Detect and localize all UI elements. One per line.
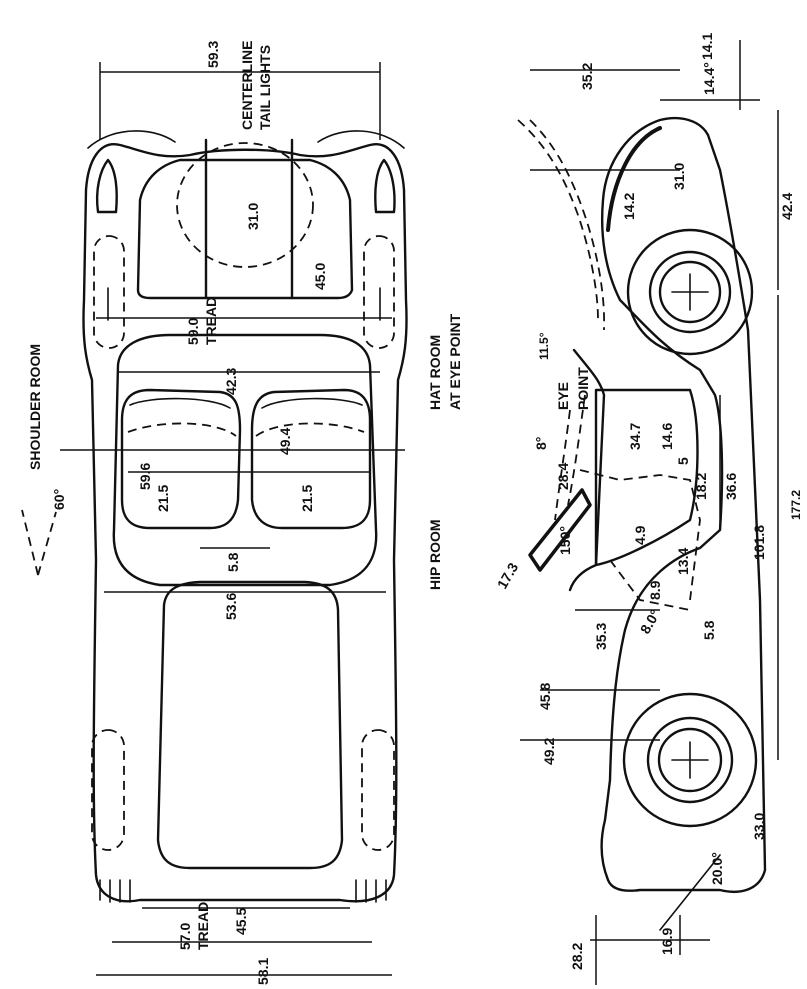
dim-angle-150: 150° bbox=[557, 526, 573, 555]
dim-hat-room: 42.3 bbox=[223, 368, 239, 395]
label-hat-room: HAT ROOM bbox=[427, 335, 443, 410]
dim-knee: 14.6 bbox=[659, 423, 675, 450]
dim-approach-angle: 20.0° bbox=[709, 852, 725, 885]
dim-head-angle: 8° bbox=[533, 437, 549, 450]
dim-rear-body: 14.2 bbox=[621, 193, 637, 220]
dim-seat-depth-right: 21.5 bbox=[299, 485, 315, 512]
right-tail-fin bbox=[374, 158, 396, 214]
rear-wheel-arch bbox=[626, 228, 754, 356]
spare-tire-outline bbox=[176, 142, 314, 268]
dim-windshield-angle: 11.5° bbox=[537, 332, 551, 360]
dim-seat-18: 18.2 bbox=[693, 473, 709, 500]
label-at-eye-point: AT EYE POINT bbox=[447, 313, 463, 410]
dim-seat-to-eye: 34.7 bbox=[627, 423, 643, 450]
cockpit-outline bbox=[112, 333, 378, 587]
dim-overall-length: 177.2 bbox=[789, 490, 803, 520]
dim-seat-width-left: 59.6 bbox=[137, 463, 153, 490]
label-shoulder-room: SHOULDER ROOM bbox=[27, 344, 43, 470]
dim-seat-back: 28.4 bbox=[555, 463, 571, 490]
dim-centerline-tail-lights: 59.3 bbox=[205, 41, 221, 68]
side-body-profile bbox=[600, 116, 767, 893]
dim-seat-gap: 5.8 bbox=[225, 552, 241, 572]
dim-front-height: 28.2 bbox=[569, 943, 585, 970]
front-wheel-arch bbox=[622, 692, 758, 828]
label-hip-room: HIP ROOM bbox=[427, 519, 443, 590]
dim-rear-overhang-height: 35.2 bbox=[579, 63, 595, 90]
label-centerline: CENTERLINE bbox=[239, 41, 255, 130]
dim-front-tread: 57.0 bbox=[177, 923, 193, 950]
front-right-wheel bbox=[361, 729, 395, 851]
label-front-tread: TREAD bbox=[195, 902, 211, 950]
dim-pedal-angle: 8.0° bbox=[637, 607, 663, 637]
label-rear-tread: TREAD bbox=[203, 297, 219, 345]
dim-seat-depth-left: 21.5 bbox=[155, 485, 171, 512]
dim-leg-36: 36.6 bbox=[723, 473, 739, 500]
dim-front-45: 45.8 bbox=[537, 683, 553, 710]
dim-front-inner: 45.5 bbox=[233, 908, 249, 935]
dim-rear-small: 31.0 bbox=[671, 163, 687, 190]
dim-steering-4: 4.9 bbox=[632, 525, 648, 545]
dim-ground-clearance: 16.9 bbox=[659, 928, 675, 955]
dim-rear-axle-to-seat: 42.4 bbox=[779, 193, 795, 220]
left-seat bbox=[120, 388, 242, 530]
dim-seat-width-right: 49.4 bbox=[277, 428, 293, 455]
dim-shoulder-width: 53.6 bbox=[223, 593, 239, 620]
dim-trunk-length: 31.0 bbox=[245, 203, 261, 230]
dim-floor-13: 13.4 bbox=[675, 548, 691, 575]
top-view: 59.3 CENTERLINE TAIL LIGHTS 31.0 45.0 59… bbox=[21, 41, 463, 985]
front-grille bbox=[99, 879, 387, 903]
dim-angle-60: 60° bbox=[51, 489, 67, 510]
dim-rear-inner-width: 45.0 bbox=[312, 263, 328, 290]
dim-top-angle: 14.4° bbox=[701, 62, 717, 95]
dim-windshield-length: 17.3 bbox=[494, 560, 522, 592]
rear-bumper bbox=[87, 130, 405, 149]
label-eye: EYE bbox=[555, 382, 571, 410]
windshield bbox=[528, 488, 592, 572]
dim-wheelbase: 101.8 bbox=[751, 525, 767, 560]
rear-left-wheel bbox=[93, 235, 125, 349]
dim-heel-35: 35.3 bbox=[593, 623, 609, 650]
trunk-lid bbox=[136, 158, 354, 300]
label-point: POINT bbox=[575, 367, 591, 410]
front-left-wheel bbox=[91, 729, 125, 851]
door bbox=[594, 388, 699, 567]
dim-front-49: 49.2 bbox=[541, 738, 557, 765]
label-tail-lights: TAIL LIGHTS bbox=[257, 45, 273, 130]
top-body-outline bbox=[82, 143, 408, 903]
dim-seat-5: 5 bbox=[675, 457, 691, 465]
left-tail-fin bbox=[95, 158, 118, 214]
side-view: 35.2 14.1 14.4° 31.0 14.2 42.4 11.5° EYE… bbox=[494, 33, 803, 985]
dim-overall-width: 58.1 bbox=[255, 958, 271, 985]
rear-right-wheel bbox=[363, 235, 395, 349]
right-seat bbox=[250, 388, 372, 530]
hood bbox=[156, 580, 344, 870]
open-deck-lid bbox=[517, 119, 599, 321]
dim-top-14-1: 14.1 bbox=[699, 33, 715, 60]
dim-ground-5: 5.8 bbox=[701, 620, 717, 640]
dim-front-overhang: 33.0 bbox=[751, 813, 767, 840]
dim-pedal-8: 8.9 bbox=[647, 580, 663, 600]
dim-rear-tread: 59.0 bbox=[185, 318, 201, 345]
